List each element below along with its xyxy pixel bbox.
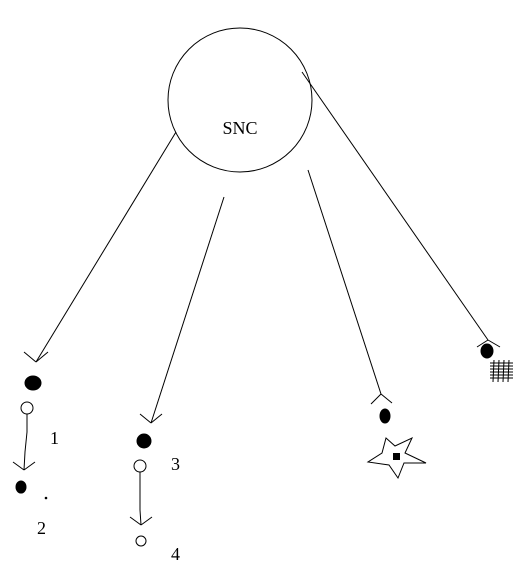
snc-label: SNC <box>222 118 257 138</box>
filled-oval-icon <box>379 408 391 424</box>
fork-terminal-icon <box>23 351 49 363</box>
fork-terminal-icon <box>12 461 36 471</box>
label-1: 1 <box>50 428 59 448</box>
label-4: 4 <box>171 544 180 564</box>
axon-line-3 <box>150 196 225 424</box>
fork-terminal-icon <box>129 516 153 526</box>
star-center-square <box>393 453 400 460</box>
filled-oval-icon <box>480 343 494 359</box>
axon-line-4 <box>139 472 142 526</box>
open-oval-icon <box>133 459 147 473</box>
filled-oval-icon <box>15 480 27 494</box>
hatched-target-icon <box>490 359 513 383</box>
label-3: 3 <box>171 454 180 474</box>
filled-oval-icon <box>24 375 42 391</box>
axon-line-1 <box>35 131 177 363</box>
open-oval-icon <box>135 535 147 547</box>
pathway-grid <box>301 71 513 383</box>
filled-oval-icon <box>136 433 152 449</box>
fork-terminal-icon <box>139 413 163 424</box>
axon-line-2 <box>23 414 28 471</box>
speck-dot <box>44 496 48 500</box>
pathway-star <box>307 169 427 480</box>
label-2: 2 <box>37 518 46 538</box>
open-oval-icon <box>20 401 34 415</box>
fork-terminal-icon <box>370 393 393 405</box>
axon-line-star <box>307 169 382 395</box>
pathway-3-4 <box>129 196 225 547</box>
snc-circle <box>167 27 313 173</box>
fork-terminal-icon <box>476 339 501 348</box>
pathway-1 <box>12 131 177 500</box>
axon-line-grid <box>301 71 489 341</box>
